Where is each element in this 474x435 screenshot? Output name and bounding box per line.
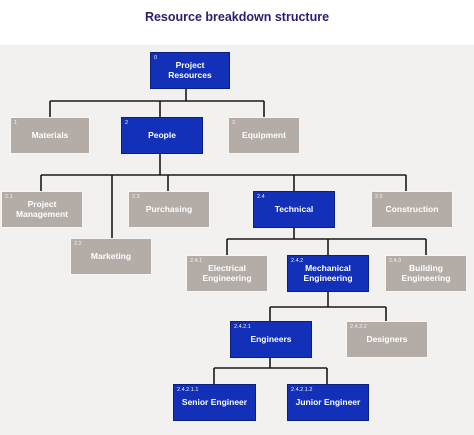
node-building-engineering[interactable]: 2.4.3 Building Engineering xyxy=(385,255,467,292)
node-code: 2.4.2 xyxy=(291,258,304,264)
node-code: 3 xyxy=(232,120,236,126)
node-code: 2.4.2.1.2 xyxy=(291,387,313,393)
node-label: Materials xyxy=(31,129,69,140)
node-label: Engineers xyxy=(250,333,292,344)
node-code: 2.4.1 xyxy=(190,258,203,264)
node-code: 2.4.2.1.1 xyxy=(177,387,199,393)
diagram-canvas: 0 Project Resources 1 Materials 2 People… xyxy=(0,45,474,435)
node-designers[interactable]: 2.4.2.2 Designers xyxy=(346,321,428,358)
node-label: People xyxy=(148,129,176,140)
node-code: 2.2 xyxy=(74,241,82,247)
connector-engineers-to-level5 xyxy=(213,358,328,384)
node-code: 0 xyxy=(154,55,158,61)
node-project-resources[interactable]: 0 Project Resources xyxy=(150,52,230,89)
node-label: Marketing xyxy=(90,250,132,261)
node-code: 2 xyxy=(125,120,129,126)
node-project-management[interactable]: 2.1 Project Management xyxy=(1,191,83,228)
node-materials[interactable]: 1 Materials xyxy=(10,117,90,154)
connector-technical-to-level3 xyxy=(226,227,427,255)
node-code: 2.4.2.2 xyxy=(350,324,367,330)
node-junior-engineer[interactable]: 2.4.2.1.2 Junior Engineer xyxy=(287,384,369,421)
node-label: Equipment xyxy=(242,129,286,140)
node-marketing[interactable]: 2.2 Marketing xyxy=(70,238,152,275)
node-code: 2.4 xyxy=(257,194,265,200)
connector-lines xyxy=(40,89,427,384)
node-code: 2.5 xyxy=(375,194,383,200)
node-code: 2.4.2.1 xyxy=(234,324,251,330)
node-electrical-engineering[interactable]: 2.4.1 Electrical Engineering xyxy=(186,255,268,292)
node-label: Junior Engineer xyxy=(295,396,361,407)
node-label: Technical xyxy=(274,203,314,214)
node-engineers[interactable]: 2.4.2.1 Engineers xyxy=(230,321,312,358)
node-label: Designers xyxy=(366,333,408,344)
node-label: Mechanical Engineering xyxy=(303,262,353,283)
node-code: 2.4.3 xyxy=(389,258,402,264)
node-code: 1 xyxy=(14,120,18,126)
node-people[interactable]: 2 People xyxy=(121,117,203,154)
node-label: Project Management xyxy=(16,198,68,219)
node-purchasing[interactable]: 2.3 Purchasing xyxy=(128,191,210,228)
node-construction[interactable]: 2.5 Construction xyxy=(371,191,453,228)
connector-mechanical-to-level4 xyxy=(269,291,387,321)
node-label: Building Engineering xyxy=(401,262,451,283)
node-label: Construction xyxy=(385,203,439,214)
node-label: Senior Engineer xyxy=(181,396,248,407)
connector-people-to-level2 xyxy=(40,153,407,238)
node-technical[interactable]: 2.4 Technical xyxy=(253,191,335,228)
node-label: Project Resources xyxy=(168,59,212,80)
node-code: 2.1 xyxy=(5,194,13,200)
node-code: 2.3 xyxy=(132,194,140,200)
node-label: Purchasing xyxy=(145,203,193,214)
diagram-title: Resource breakdown structure xyxy=(144,10,330,24)
connector-root-to-level1 xyxy=(49,89,265,117)
node-equipment[interactable]: 3 Equipment xyxy=(228,117,300,154)
node-senior-engineer[interactable]: 2.4.2.1.1 Senior Engineer xyxy=(173,384,256,421)
node-mechanical-engineering[interactable]: 2.4.2 Mechanical Engineering xyxy=(287,255,369,292)
node-label: Electrical Engineering xyxy=(202,262,252,283)
